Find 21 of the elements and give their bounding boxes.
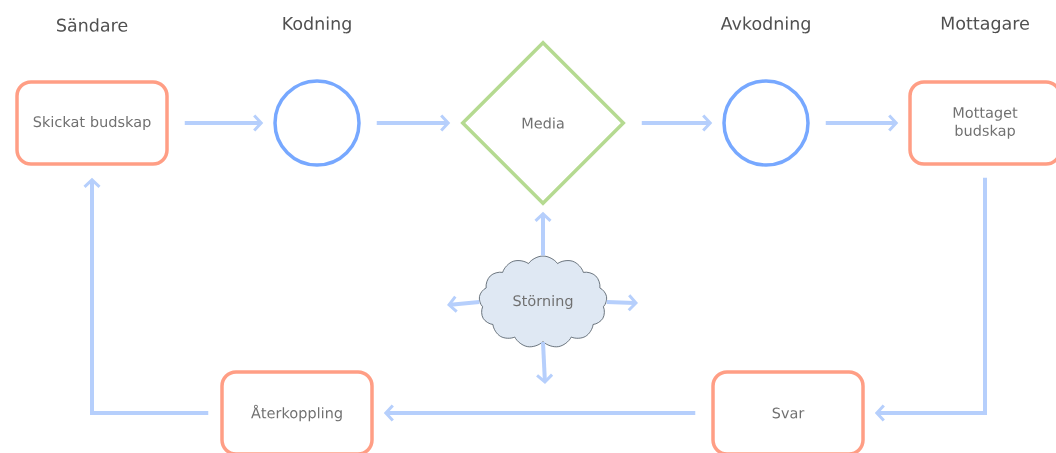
arrow <box>606 294 638 312</box>
process-box: Mottaget budskap <box>908 80 1056 166</box>
column-heading: Avkodning <box>720 16 810 34</box>
arrow <box>447 295 480 313</box>
arrow <box>825 114 899 132</box>
process-box: Skickat budskap <box>15 80 169 166</box>
arrow <box>536 342 554 384</box>
column-heading: Mottagare <box>941 16 1029 34</box>
arrow <box>376 114 451 132</box>
arrow <box>641 114 713 132</box>
arrow <box>184 114 264 132</box>
arrow <box>874 177 987 422</box>
arrow <box>83 177 209 415</box>
arrow <box>383 404 696 422</box>
process-box: Svar <box>711 370 865 453</box>
circle-node <box>722 79 810 167</box>
column-heading: Kodning <box>283 16 351 34</box>
process-box: Återkoppling <box>220 370 374 453</box>
arrow <box>534 211 552 256</box>
circle-node <box>273 79 361 167</box>
column-heading: Sändare <box>57 18 128 32</box>
